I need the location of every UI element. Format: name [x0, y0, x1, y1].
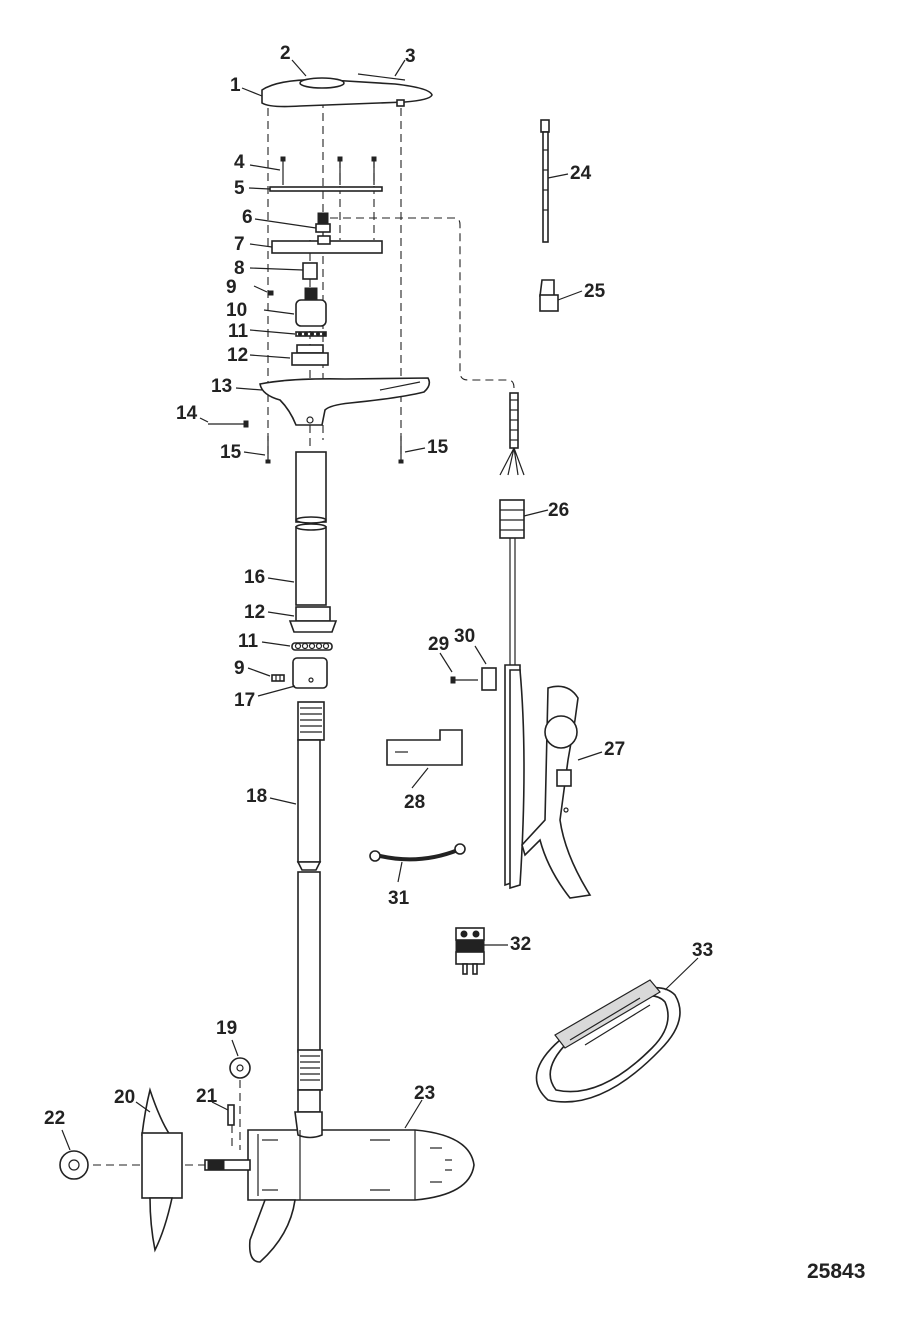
callout-1: 1 [230, 75, 241, 96]
callout-12-lower: 12 [244, 602, 265, 623]
callout-18: 18 [246, 786, 267, 807]
shaft-top-segment [295, 451, 327, 523]
callout-28: 28 [404, 792, 425, 813]
pin [208, 420, 249, 428]
pedal-screw [450, 667, 497, 691]
callout-9-lower: 9 [234, 658, 245, 679]
callout-10: 10 [226, 300, 247, 321]
foot-pedal [504, 664, 592, 899]
bearing-lower [291, 642, 333, 651]
callout-32: 32 [510, 934, 531, 955]
callout-8: 8 [234, 258, 245, 279]
callout-25: 25 [584, 281, 606, 302]
drive-pin [204, 1104, 251, 1171]
screws [280, 156, 377, 185]
bottom-screws [265, 436, 404, 464]
callout-12-top: 12 [227, 345, 248, 366]
bushing [302, 262, 318, 280]
callout-6: 6 [242, 207, 253, 228]
callout-31: 31 [388, 888, 410, 909]
pedal-bracket [386, 729, 463, 766]
bearing-race-top [291, 344, 329, 366]
callout-11-lower: 11 [238, 631, 259, 652]
callout-13: 13 [211, 376, 232, 397]
sleeve [295, 523, 327, 606]
lower-housing [259, 377, 431, 426]
callout-22: 22 [44, 1108, 65, 1129]
propeller [141, 1087, 183, 1253]
mounting-strap [535, 979, 681, 1103]
callout-11-top: 11 [228, 321, 249, 342]
callout-17: 17 [234, 690, 255, 711]
control-cable [499, 392, 525, 665]
cap [539, 279, 559, 312]
callout-3: 3 [405, 46, 416, 67]
callout-21: 21 [196, 1086, 218, 1107]
callout-26: 26 [548, 500, 569, 521]
callout-23: 23 [414, 1083, 435, 1104]
callout-24: 24 [570, 163, 592, 184]
callout-4: 4 [234, 152, 245, 173]
figure-number: 25843 [807, 1260, 865, 1283]
callout-labels: 1 2 3 4 5 6 7 8 9 10 11 12 13 14 15 15 1… [44, 43, 713, 1129]
leader-lines [61, 59, 699, 1151]
callout-2: 2 [280, 43, 291, 64]
bearing-race-lower [288, 606, 338, 633]
set-screw-top [267, 290, 274, 296]
callout-5: 5 [234, 178, 245, 199]
callout-33: 33 [692, 940, 713, 961]
callout-19: 19 [216, 1018, 237, 1039]
callout-15-left: 15 [220, 442, 242, 463]
composite-shaft [296, 701, 325, 1113]
callout-30: 30 [454, 626, 475, 647]
callout-20: 20 [114, 1087, 135, 1108]
callout-16: 16 [244, 567, 265, 588]
lower-unit-motor [247, 1111, 475, 1263]
callout-7: 7 [234, 234, 245, 255]
callout-9-top: 9 [226, 277, 237, 298]
washer [229, 1057, 251, 1079]
ground-lead [369, 843, 466, 862]
steering-collar [295, 287, 327, 327]
bearing-top [295, 331, 327, 337]
cable-tie [540, 119, 550, 243]
callout-15-right: 15 [427, 437, 449, 458]
gasket [269, 186, 383, 192]
mounting-plate [271, 235, 383, 254]
callout-14: 14 [176, 403, 198, 424]
prop-nut [59, 1150, 89, 1180]
top-cover [261, 73, 433, 108]
shaft-collar [271, 657, 328, 689]
power-plug [455, 927, 485, 975]
callout-29: 29 [428, 634, 449, 655]
callout-27: 27 [604, 739, 625, 760]
